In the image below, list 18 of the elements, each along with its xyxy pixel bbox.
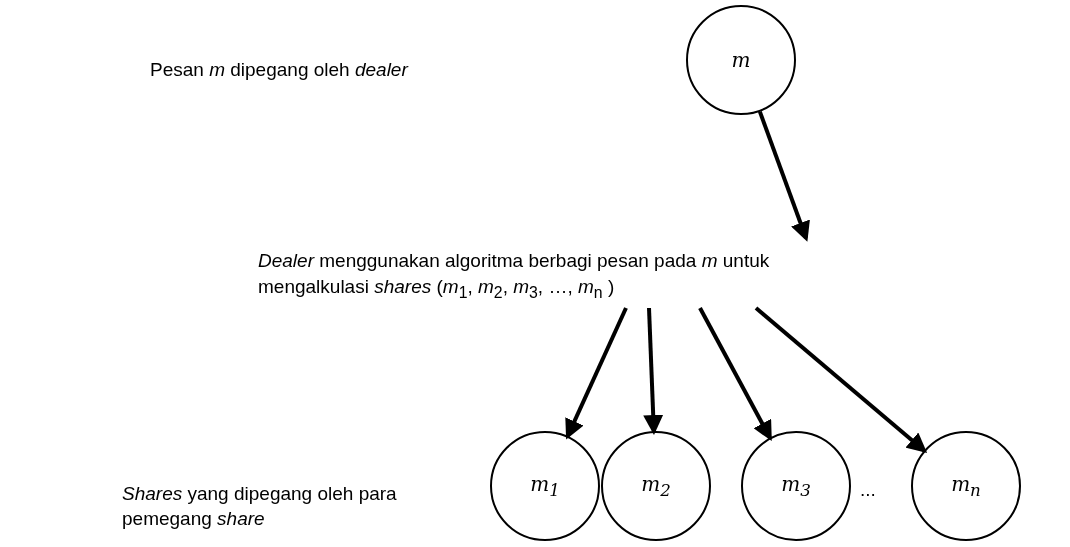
description-text: Dealer menggunakan algoritma berbagi pesan pada m untuk mengalkulasi shares (m$_{1}$, m$_{2}$, m$_{3}$, …, m$_{n}$ ) — [258, 249, 771, 303]
circle-node — [490, 431, 600, 541]
node-label: m$_{n}$ — [951, 472, 981, 500]
arrow — [565, 307, 628, 440]
arrow — [754, 306, 928, 453]
node-label: m$_{1}$ — [530, 472, 560, 500]
annotation-text: Pesan m dipegang oleh dealer — [150, 58, 408, 82]
arrow — [758, 110, 810, 242]
circle-node — [601, 431, 711, 541]
annotation-text: Shares yang dipegang oleh para pemegang share — [122, 482, 398, 531]
circle-node — [741, 431, 851, 541]
arrow — [698, 307, 772, 442]
ellipsis-text: ... — [860, 478, 876, 502]
circle-node — [686, 5, 796, 115]
circle-node — [911, 431, 1021, 541]
node-label: m — [731, 48, 751, 72]
node-label: m$_{2}$ — [641, 472, 671, 500]
node-label: m$_{3}$ — [781, 472, 811, 500]
